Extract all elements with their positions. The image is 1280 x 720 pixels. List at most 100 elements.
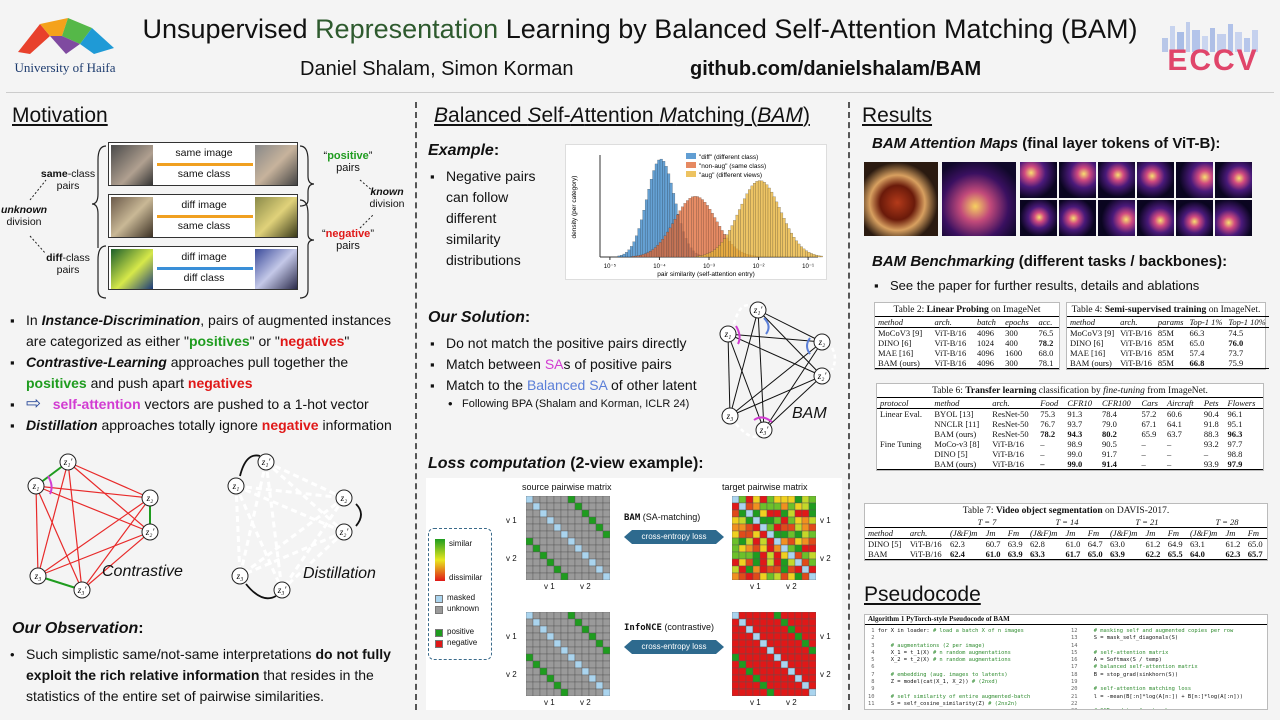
matrix-cell [759, 530, 768, 539]
spider-photo-2 [255, 197, 297, 237]
svg-text:z₂: z₂ [818, 337, 826, 347]
matrix-cell [525, 632, 534, 641]
matrix-cell [602, 551, 611, 560]
matrix-cell [567, 544, 576, 553]
table-cell: 66.8 [1186, 358, 1226, 369]
matrix-cell [745, 516, 754, 525]
histogram-bar [700, 199, 704, 258]
matrix-cell [752, 674, 761, 683]
histogram-bar [696, 256, 699, 258]
matrix-cell [808, 523, 817, 532]
matrix-cell [752, 565, 761, 574]
table-header-cell: arch. [931, 316, 975, 328]
histogram-bar [809, 253, 813, 258]
matrix-cell [738, 565, 747, 574]
histogram-bar [696, 196, 699, 258]
svg-text:z₂′: z₂′ [339, 527, 350, 537]
matrix-cell [588, 632, 597, 641]
matrix-cell [745, 618, 754, 627]
matrix-cell [539, 674, 548, 683]
histogram-bar [627, 249, 631, 258]
table-header-cell: Aircraft [1163, 397, 1201, 409]
histogram-bar [817, 255, 821, 258]
table-cell: 4096 [977, 328, 995, 338]
histogram-bar [625, 252, 628, 258]
matrix-cell [588, 523, 597, 532]
matrix-cell [581, 625, 590, 634]
table-cell [865, 517, 907, 528]
matrix-cell [801, 530, 810, 539]
matrix-cell [794, 639, 803, 648]
table-cell: 96.1 [1227, 409, 1243, 419]
table-video-segmentation: Table 7: Video object segmentation on DA… [864, 503, 1268, 561]
masked-swatch [435, 595, 443, 603]
table-header-cell: method [931, 397, 990, 409]
table-cell: 98.9 [1067, 439, 1083, 449]
matrix-cell [532, 653, 541, 662]
table-cell: 91.3 [1067, 409, 1083, 419]
legend-masked: masked [447, 593, 476, 602]
benchmarking-heading: BAM Benchmarking (different tasks / back… [872, 253, 1228, 270]
attention-map-grid [1020, 162, 1252, 236]
table-cell: MoCoV3 [9] [878, 328, 923, 338]
matrix-cell [567, 551, 576, 560]
matrix-cell [595, 674, 604, 683]
attention-map-tile [1020, 162, 1057, 198]
matrix-cell [766, 544, 775, 553]
matrix-cell [546, 618, 555, 627]
solution-bullets: Do not match the positive pairs directly… [428, 333, 728, 412]
matrix-cell [773, 537, 782, 546]
matrix-cell [546, 572, 555, 581]
matrix-cell [595, 516, 604, 525]
table-cell: BAM [865, 549, 907, 560]
legend-entry: "non-aug" (same class) [699, 163, 766, 170]
matrix-cell [780, 611, 789, 620]
diff-class-label: diff class [183, 272, 225, 284]
histogram-bar [710, 251, 714, 258]
matrix-cell [574, 572, 583, 581]
histogram-bar [792, 237, 796, 258]
v1-label: v 1 [544, 698, 555, 707]
matrix-cell [602, 639, 611, 648]
matrix-cell [780, 667, 789, 676]
y-axis-label: density (per category) [571, 176, 578, 239]
matrix-cell [532, 611, 541, 620]
matrix-cell [759, 558, 768, 567]
matrix-cell [525, 537, 534, 546]
matrix-cell [553, 660, 562, 669]
table-cell: 63.7 [1166, 429, 1182, 439]
matrix-cell [745, 653, 754, 662]
histogram-bar [807, 252, 811, 258]
legend-similar: similar [449, 539, 473, 548]
code-line: 20 # self-attention matching loss [1071, 686, 1192, 693]
attention-map-tile [1098, 200, 1135, 236]
v2-label: v 2 [580, 582, 591, 591]
matrix-cell [780, 674, 789, 683]
histogram-bar [743, 198, 746, 258]
solution-heading: Our Solution: [428, 309, 531, 326]
matrix-cell [595, 502, 604, 511]
orange-bar [157, 163, 253, 166]
matrix-cell [766, 625, 775, 634]
histogram-bar [641, 254, 645, 258]
histogram-bar [745, 193, 749, 258]
table-header-cell: CFR100 [1099, 397, 1139, 409]
matrix-cell [759, 537, 768, 546]
matrix-cell [532, 572, 541, 581]
matrix-cell [801, 653, 810, 662]
matrix-cell [574, 688, 583, 697]
matrix-cell [759, 639, 768, 648]
bullet-distillation: Distillation approaches totally ignore n… [8, 415, 408, 436]
matrix-cell [567, 667, 576, 676]
matrix-cell [794, 537, 803, 546]
table-cell: 61.7 [1062, 549, 1085, 560]
matrix-cell [766, 516, 775, 525]
histogram-bar [770, 191, 774, 258]
repo-link[interactable]: github.com/danielshalam/BAM [690, 58, 982, 80]
histogram-bar [752, 183, 756, 258]
matrix-cell [567, 681, 576, 690]
